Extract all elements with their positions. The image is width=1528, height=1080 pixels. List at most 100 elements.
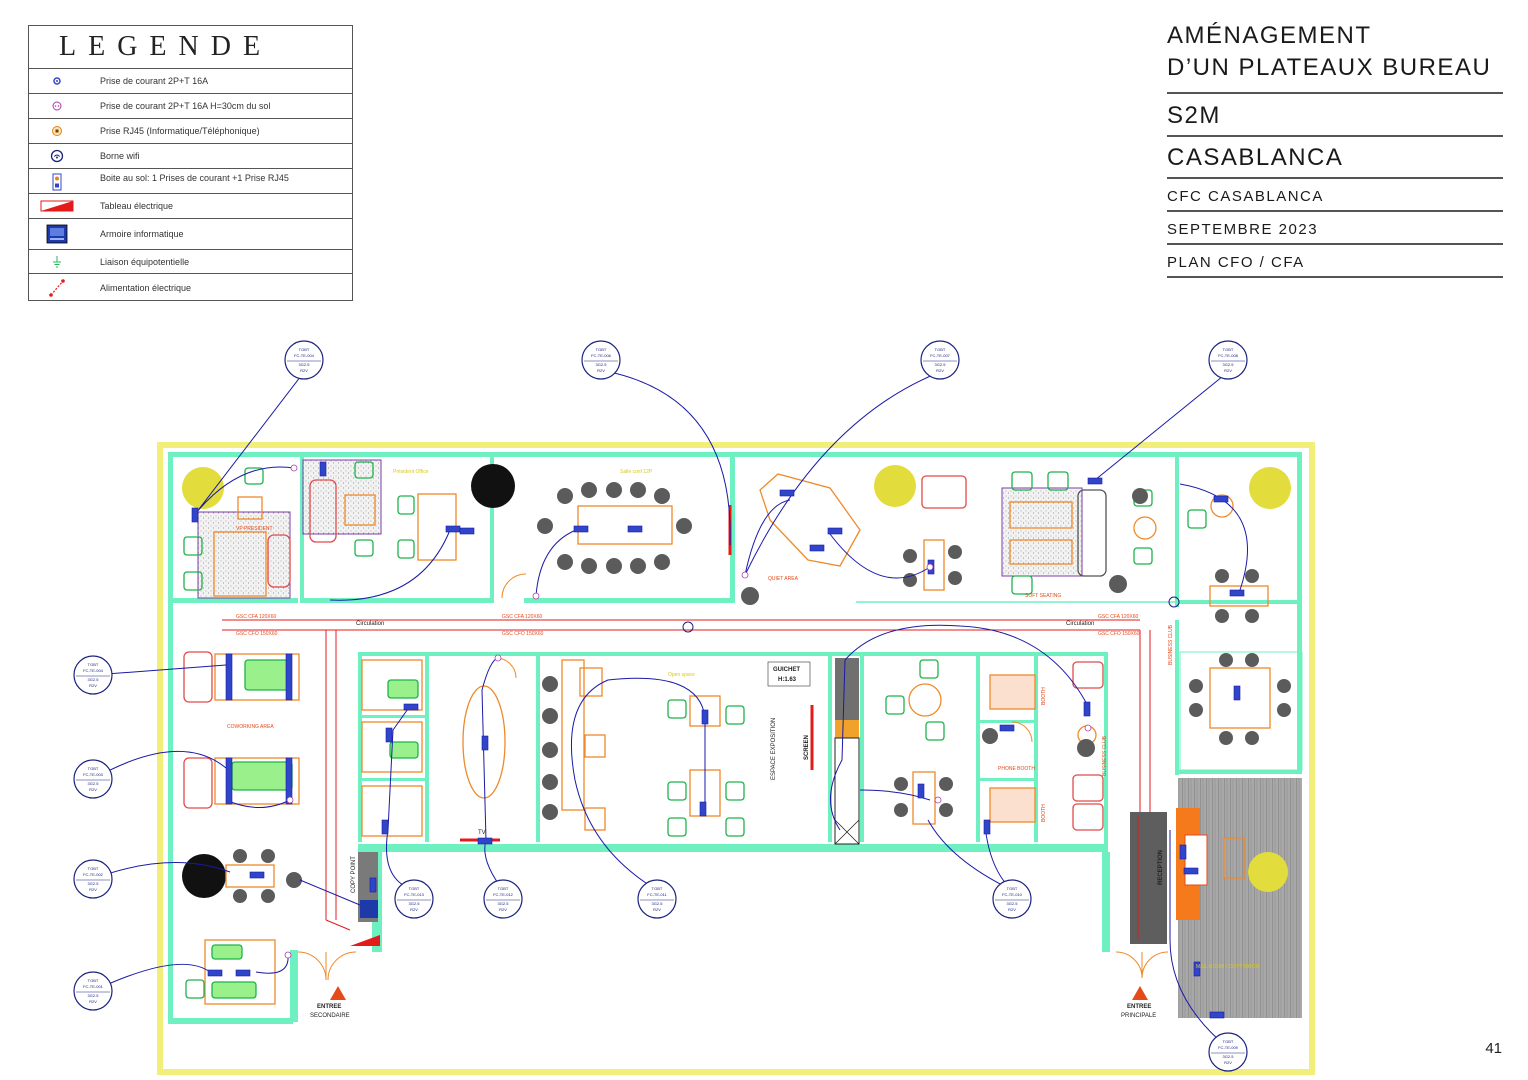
legend-row-equipotential: Liaison équipotentielle [29, 250, 352, 274]
circuit-tag-line2: FC-TE-007 [930, 353, 951, 358]
cable-label-cfa-right: GSC CFA 120X60 [1098, 614, 1139, 620]
secondary-entrance-label-2: SECONDAIRE [310, 1013, 350, 1019]
mail-room-pouf [1248, 852, 1288, 892]
wall-outlets [284, 464, 1092, 959]
legend-label: Liaison équipotentielle [100, 256, 190, 267]
circuit-tag-line2: FC-TE-011 [647, 892, 667, 897]
circuit-tag-line1: TGBT [935, 347, 946, 352]
circulation-label-right: Circulation [1066, 621, 1094, 627]
room-label-coworking: COWORKING AREA [227, 724, 274, 730]
main-entrance-label-2: PRINCIPALE [1121, 1013, 1156, 1019]
circuit-tag-line1: TGBT [498, 886, 509, 891]
plan-labels: Circulation Circulation GUICHET H:1.63 E… [310, 621, 1164, 1019]
espace-exposition-label: ESPACE EXPOSITION [771, 718, 777, 780]
legend-label: Armoire informatique [100, 229, 184, 239]
circuit-tag-line2: FC-TE-004 [83, 668, 104, 673]
circuit-tag-line4: R2V [936, 368, 944, 373]
legend-label: Prise de courant 2P+T 16A [100, 76, 209, 86]
wifi-terminal-icon [50, 149, 63, 163]
legend-row-floor-box: Boite au sol: 1 Prises de courant +1 Pri… [29, 169, 352, 194]
circuit-tag-line3: 3G2.5 [88, 993, 100, 998]
circuit-tag-line3: 3G2.5 [1007, 901, 1019, 906]
cable-label-cfa-left: GSC CFA 120X60 [236, 614, 277, 620]
circuit-tag-line3: 3G2.5 [88, 677, 100, 682]
room-label-president: Président Office [393, 469, 429, 475]
main-entrance-marker [1132, 986, 1148, 1000]
legend-row-low-power-outlet: Prise de courant 2P+T 16A H=30cm du sol [29, 94, 352, 119]
building-outline [157, 442, 1315, 1075]
circuit-tag-line2: FC-TE-004 [294, 353, 315, 358]
circuit-tag-line2: FC-TE-003 [83, 772, 104, 777]
wifi-terminal-icon [1168, 596, 1180, 608]
circuit-tag-line3: 3G2.5 [299, 362, 311, 367]
circuit-tag-line2: FC-TE-006 [591, 353, 612, 358]
circuit-tag-line4: R2V [89, 683, 97, 688]
circuit-tag-line4: R2V [89, 887, 97, 892]
circuit-tag-line4: R2V [89, 999, 97, 1004]
circuit-tag-line3: 3G2.5 [935, 362, 947, 367]
it-cabinet-icon [46, 224, 67, 244]
reception-desk [1130, 812, 1167, 944]
legend-title: LEGENDE [29, 26, 352, 69]
circuit-tag-line4: R2V [1224, 368, 1232, 373]
yellow-pouf-1 [182, 467, 224, 509]
president-rug [302, 459, 382, 535]
circuit-tag-line3: 3G2.5 [1223, 362, 1235, 367]
lounge-seating [183, 475, 1107, 831]
soft-seating-rug [1001, 487, 1083, 577]
main-entrance-label-1: ENTREE [1127, 1004, 1151, 1010]
floor-boxes [191, 461, 1245, 1019]
circuit-tag-line1: TGBT [596, 347, 607, 352]
circuit-tag-line4: R2V [410, 907, 418, 912]
round-table-black-2 [182, 854, 226, 898]
circuit-tag-line4: R2V [499, 907, 507, 912]
kitchen-strip [835, 658, 859, 720]
circuit-tag-line3: 3G2.5 [1223, 1054, 1235, 1059]
room-label-soft: SOFT SEATING [1025, 593, 1061, 599]
circuit-tag-line3: 3G2.5 [88, 881, 100, 886]
plan-type: PLAN CFO / CFA [1167, 254, 1305, 271]
floor-box-icon [52, 173, 61, 191]
circuit-tag-line3: 3G2.5 [498, 901, 510, 906]
circuit-tag-line1: TGBT [88, 866, 99, 871]
room-label-conference: Salle conf 12P [620, 469, 653, 475]
room-outlines [856, 601, 1303, 771]
room-label-mail-room: MAIL ROOM / COPY ROOM [1196, 964, 1260, 970]
circuit-tag-line2: FC-TE-012 [493, 892, 514, 897]
legend-label: Boite au sol: 1 Prises de courant +1 Pri… [100, 173, 289, 183]
legend-label: Prise de courant 2P+T 16A H=30cm du sol [100, 101, 271, 111]
circuit-tag-line2: FC-TE-010 [1002, 892, 1023, 897]
reception-label: RECEPTION [1158, 850, 1164, 885]
circuit-tag-line1: TGBT [652, 886, 663, 891]
legend-row-power-supply: Alimentation électrique [29, 274, 352, 301]
circuit-tag-line1: TGBT [299, 347, 310, 352]
legend-row-electrical-panel: Tableau électrique [29, 194, 352, 219]
doors [297, 573, 1169, 981]
copy-point-label: COPY POINT [351, 856, 357, 893]
circuit-tag-line4: R2V [653, 907, 661, 912]
legend-row-rj45: Prise RJ45 (Informatique/Téléphonique) [29, 119, 352, 144]
room-label-vp: VP PRESIDENT [236, 526, 273, 532]
circuit-tag-line1: TGBT [88, 662, 99, 667]
circuit-tag-line1: TGBT [409, 886, 420, 891]
low-power-outlet-icon [52, 101, 61, 111]
circuit-tag-line1: TGBT [1007, 886, 1018, 891]
circuit-tag-line4: R2V [597, 368, 605, 373]
legend-panel: LEGENDE Prise de courant 2P+T 16A Prise … [28, 25, 353, 301]
room-label-open-space: Open space [668, 672, 695, 678]
screen-label: SCREEN [804, 735, 810, 760]
legend-label: Tableau électrique [100, 201, 174, 211]
circuit-tag-line4: R2V [300, 368, 308, 373]
circuit-tag-line2: FC-TE-013 [404, 892, 425, 897]
wifi-terminals [682, 596, 1180, 633]
guichet-label: GUICHET [773, 667, 800, 673]
circuit-tag-line1: TGBT [1223, 347, 1234, 352]
cable-label-cfo-right: GSC CFO 150X60 [1098, 631, 1140, 637]
circuit-tag-line1: TGBT [1223, 1039, 1234, 1044]
